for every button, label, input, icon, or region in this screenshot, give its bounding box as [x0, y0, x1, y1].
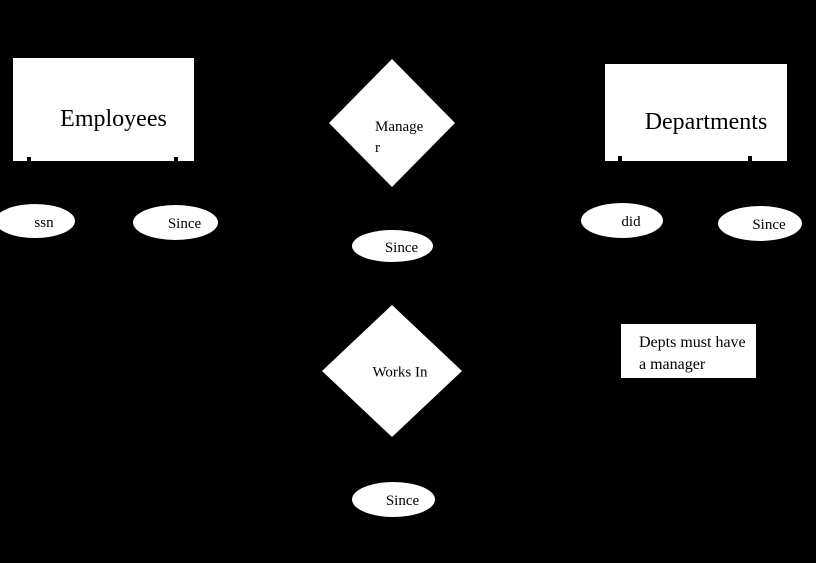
connector-tick — [27, 157, 31, 161]
note-line: Depts must have — [639, 334, 746, 351]
connector-tick — [174, 157, 178, 161]
attribute-departments-since-ellipse: Since — [718, 206, 802, 241]
relationship-manager-label: Manage r — [375, 119, 424, 156]
attribute-employees-since-ellipse: Since — [133, 205, 218, 240]
attribute-did-ellipse: did — [581, 203, 663, 238]
note-box: Depts must have a manager — [621, 324, 756, 378]
diamond-shape — [322, 305, 462, 437]
attribute-employees-since-label: Since — [167, 216, 202, 232]
note-line: a manager — [639, 356, 706, 373]
connector-tick — [618, 156, 622, 161]
diamond-shape — [329, 59, 455, 187]
attribute-works-in-since-label: Since — [385, 493, 420, 509]
attribute-manager-since-label: Since — [384, 239, 419, 256]
attribute-did-label: did — [621, 214, 641, 230]
relationship-works-in-diamond: Works In — [322, 305, 462, 437]
attribute-ssn-ellipse: ssn — [0, 204, 75, 238]
attribute-departments-since-label: Since — [752, 217, 786, 233]
connector-tick — [748, 156, 752, 161]
attribute-ssn-label: ssn — [34, 214, 54, 231]
entity-departments: Departments — [605, 64, 787, 161]
entity-employees: Employees — [13, 58, 194, 161]
relationship-works-in-label: Works In — [372, 364, 428, 381]
relationship-manager-diamond: Manage r — [329, 59, 455, 187]
entity-departments-label: Departments — [644, 109, 768, 135]
entity-employees-label: Employees — [60, 106, 167, 132]
attribute-manager-since-ellipse: Since — [352, 230, 433, 262]
attribute-works-in-since-ellipse: Since — [352, 482, 435, 517]
